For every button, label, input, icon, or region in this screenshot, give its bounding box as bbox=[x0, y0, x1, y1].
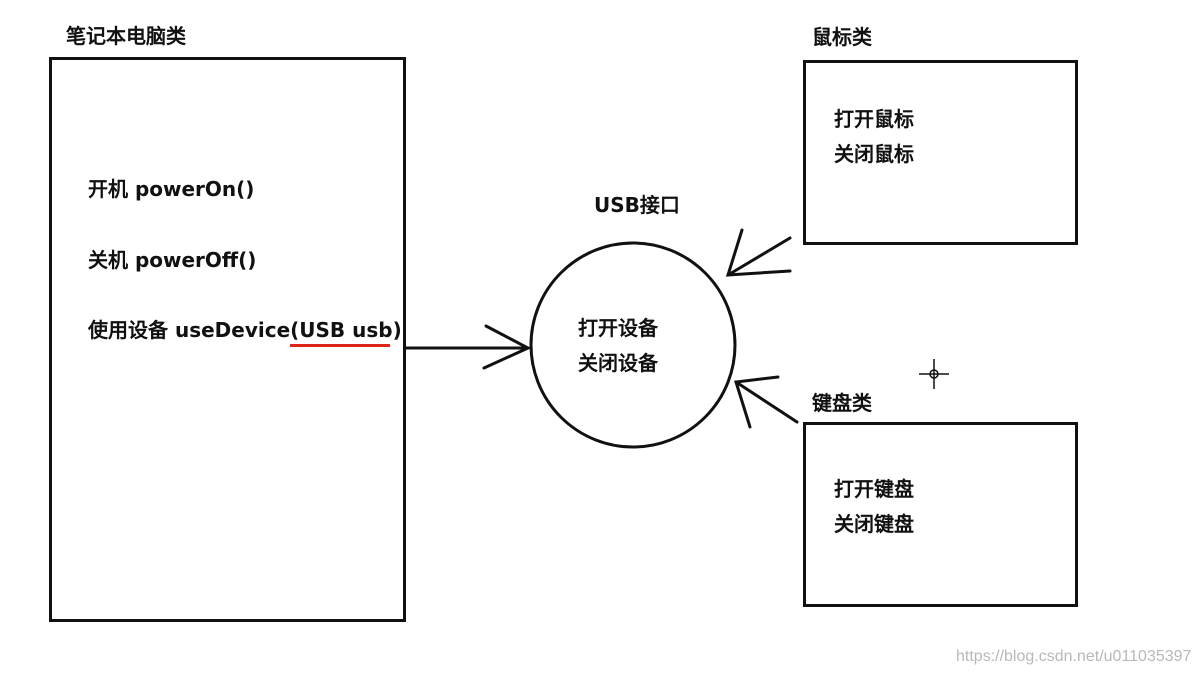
usb-interface-title: USB接口 bbox=[594, 193, 680, 217]
mouse-to-usb-arrow bbox=[725, 228, 792, 277]
keyboard-to-usb-arrow bbox=[734, 375, 799, 429]
use-device-method: 使用设备 useDevice(USB usb) bbox=[88, 318, 402, 342]
power-off-method: 关机 powerOff() bbox=[88, 248, 257, 272]
crosshair-cursor-icon bbox=[919, 359, 949, 389]
watermark: https://blog.csdn.net/u011035397 bbox=[956, 648, 1192, 665]
usb-param-underline bbox=[290, 344, 390, 347]
usb-open-device: 打开设备 bbox=[578, 316, 658, 340]
keyboard-class-title: 键盘类 bbox=[812, 391, 872, 415]
usb-interface-circle bbox=[529, 241, 737, 449]
power-on-method: 开机 powerOn() bbox=[88, 177, 255, 201]
usb-close-device: 关闭设备 bbox=[578, 351, 658, 375]
keyboard-open: 打开键盘 bbox=[834, 477, 914, 501]
mouse-close: 关闭鼠标 bbox=[834, 142, 914, 166]
laptop-class-title: 笔记本电脑类 bbox=[66, 24, 186, 48]
laptop-class-box bbox=[49, 57, 406, 622]
keyboard-close: 关闭键盘 bbox=[834, 512, 914, 536]
mouse-open: 打开鼠标 bbox=[834, 107, 914, 131]
laptop-to-usb-arrow bbox=[404, 324, 532, 370]
keyboard-class-box bbox=[803, 422, 1078, 607]
mouse-class-box bbox=[803, 60, 1078, 245]
mouse-class-title: 鼠标类 bbox=[812, 25, 872, 49]
